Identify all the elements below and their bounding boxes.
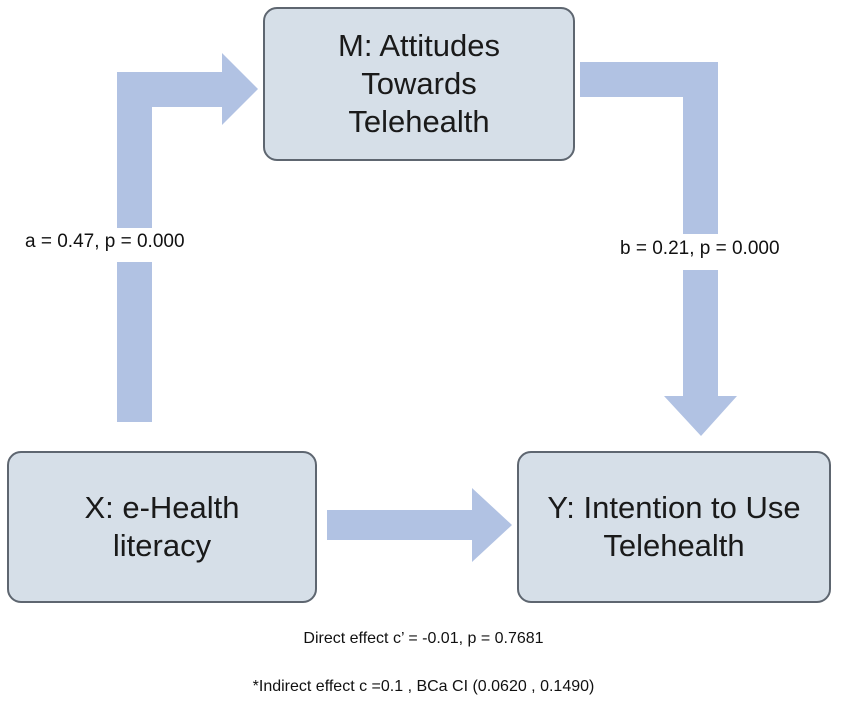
label-a-gap [110,228,160,262]
predictor-label-line-2: literacy [112,528,212,563]
predictor-node: X: e-Health literacy [7,451,317,603]
predictor-label-line-1: X: e-Health [84,490,240,525]
outcome-label-line-1: Y: Intention to Use [547,490,801,525]
indirect-effect-note: *Indirect effect c =0.1 , BCa CI (0.0620… [252,678,595,695]
path-b-label: b = 0.21, p = 0.000 [620,238,780,259]
mediator-label-line-2: Towards [361,66,477,101]
mediator-node: M: Attitudes Towards Telehealth [263,7,575,161]
mediator-label-line-3: Telehealth [348,104,490,139]
outcome-node: Y: Intention to Use Telehealth [517,451,831,603]
mediator-label-line-1: M: Attitudes [338,28,500,63]
label-b-gap [676,234,726,270]
path-a-label: a = 0.47, p = 0.000 [25,231,185,252]
outcome-label-line-2: Telehealth [603,528,745,563]
arrow-m-to-y [580,62,737,436]
arrow-x-to-y [327,488,512,562]
direct-effect-note: Direct effect c’ = -0.01, p = 0.7681 [303,630,544,647]
